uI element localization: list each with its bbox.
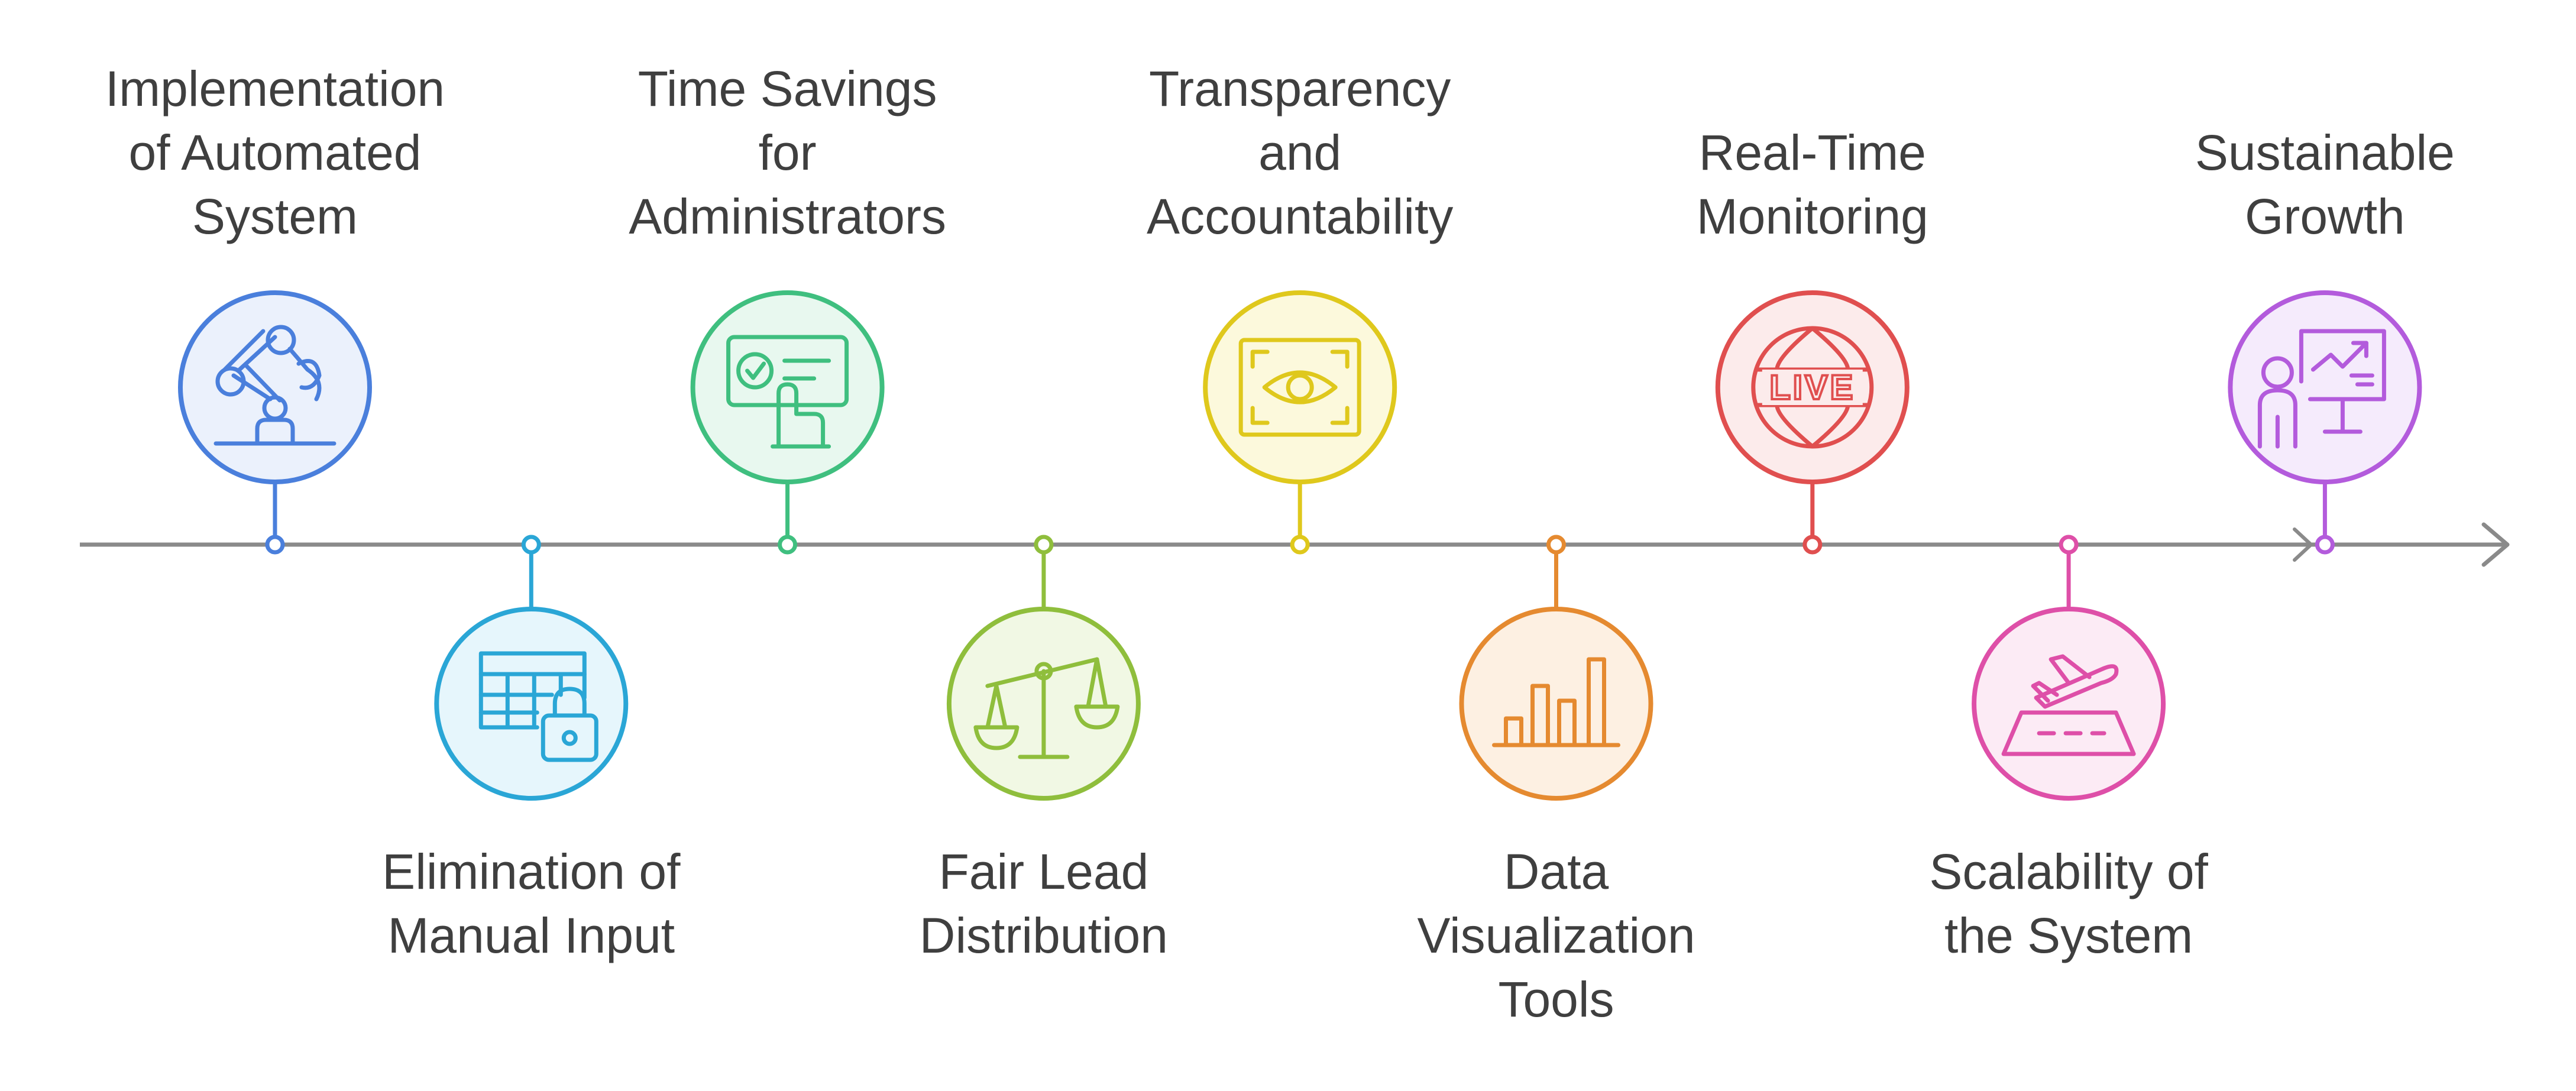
milestone-scalability xyxy=(1972,535,2166,801)
milestone-label-line: and xyxy=(1258,125,1342,180)
milestone-dot xyxy=(778,535,798,555)
milestone-label-line: Visualization xyxy=(1417,908,1695,963)
milestone-dot xyxy=(521,535,541,555)
milestone-circle xyxy=(1459,607,1653,801)
milestone-dot xyxy=(2059,535,2079,555)
milestone-label-line: Accountability xyxy=(1147,189,1454,244)
milestone-automated-system xyxy=(178,290,372,555)
live-globe-icon: LIVE xyxy=(1751,326,1874,449)
milestone-label-line: Administrators xyxy=(629,189,946,244)
milestone-dot xyxy=(1546,535,1566,555)
milestone-label-line: Time Savings xyxy=(637,61,937,116)
milestone-circle xyxy=(1203,290,1397,484)
milestone-label-scalability: Scalability of the System xyxy=(1862,840,2276,967)
milestone-time-savings xyxy=(690,290,885,555)
milestone-circle xyxy=(2228,290,2422,484)
milestone-data-viz xyxy=(1459,535,1653,801)
milestone-label-line: Sustainable xyxy=(2195,125,2455,180)
airplane-runway-icon xyxy=(2001,654,2136,756)
milestone-label-line: Growth xyxy=(2245,189,2405,244)
milestone-transparency xyxy=(1203,290,1397,555)
milestone-label-line: Implementation xyxy=(105,61,445,116)
milestone-label-line: Distribution xyxy=(919,908,1168,963)
milestone-dot xyxy=(1802,535,1823,555)
milestone-label-line: System xyxy=(192,189,358,244)
milestone-label-manual-input: Elimination of Manual Input xyxy=(324,840,738,967)
milestone-circle xyxy=(1972,607,2166,801)
milestone-sustainable-growth xyxy=(2228,290,2422,555)
milestone-label-line: Monitoring xyxy=(1696,189,1928,244)
milestone-dot xyxy=(1290,535,1310,555)
touch-screen-check-icon xyxy=(726,335,849,449)
svg-text:LIVE: LIVE xyxy=(1769,368,1855,407)
presenter-growth-icon xyxy=(2257,329,2386,449)
milestone-label-line: of Automated xyxy=(128,125,422,180)
axis-mid-chevron-icon xyxy=(2293,527,2313,562)
milestone-label-line: Scalability of xyxy=(1929,844,2208,899)
axis-arrowhead-icon xyxy=(2481,522,2510,567)
milestone-label-line: Elimination of xyxy=(382,844,681,899)
milestone-dot xyxy=(2315,535,2335,555)
milestone-real-time: LIVE xyxy=(1715,290,1910,555)
milestone-circle xyxy=(178,290,372,484)
bar-chart-icon xyxy=(1492,657,1620,747)
milestone-label-line: Data xyxy=(1503,844,1609,899)
milestone-label-line: Tools xyxy=(1498,972,1614,1027)
milestone-label-line: Fair Lead xyxy=(939,844,1149,899)
milestone-circle xyxy=(690,290,885,484)
milestone-label-line: for xyxy=(758,125,817,180)
milestone-circle xyxy=(434,607,629,801)
milestone-fair-lead xyxy=(946,535,1141,801)
balance-scale-icon xyxy=(973,657,1120,759)
milestone-manual-input xyxy=(434,535,629,801)
milestone-dot xyxy=(265,535,285,555)
milestone-dot xyxy=(1034,535,1054,555)
milestone-label-line: Real-Time xyxy=(1698,125,1926,180)
eye-frame-icon xyxy=(1238,338,1361,437)
milestone-label-line: Manual Input xyxy=(387,908,675,963)
locked-spreadsheet-icon xyxy=(478,651,598,762)
milestone-label-line: the System xyxy=(1944,908,2193,963)
milestone-label-line: Transparency xyxy=(1148,61,1451,116)
robot-arm-icon xyxy=(213,325,336,446)
